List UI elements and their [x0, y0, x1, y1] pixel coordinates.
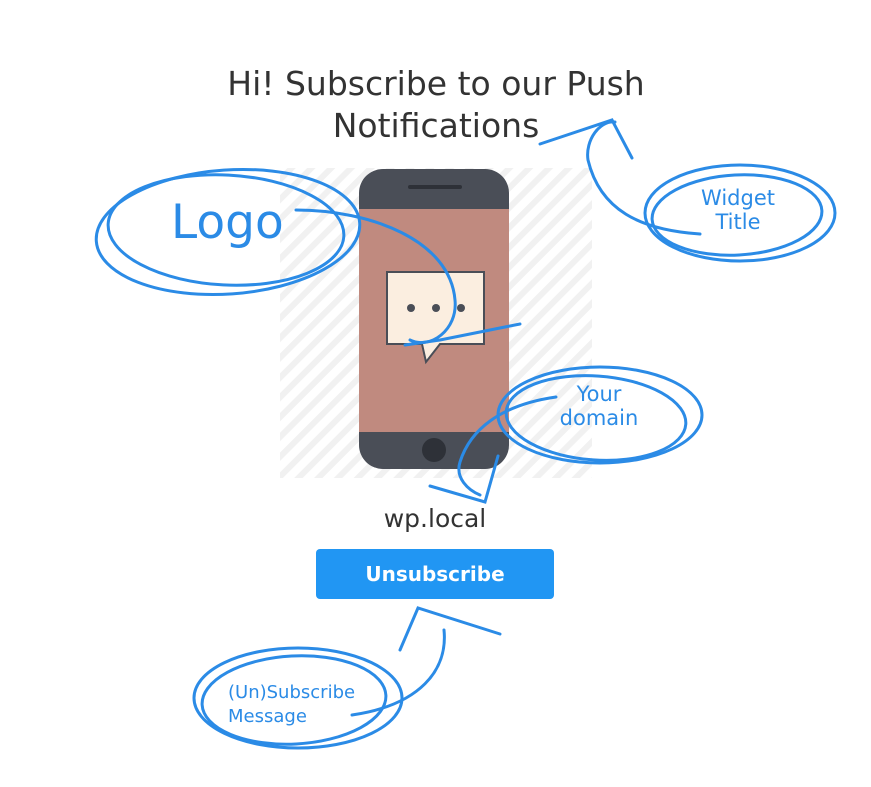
widget-title-annotation-arrow [586, 120, 702, 236]
widget-title-annotation-oval [643, 163, 837, 263]
message-annotation-oval [192, 646, 404, 750]
logo-annotation-oval [94, 167, 362, 297]
message-annotation-line-1: (Un)Subscribe [228, 682, 356, 703]
widget-title: Hi! Subscribe to our Push Notifications [186, 63, 686, 147]
message-annotation-label: (Un)Subscribe Message [228, 681, 355, 729]
widget-title-annotation-line-2: Title [715, 210, 761, 235]
widget-title-line-2: Notifications [332, 106, 540, 145]
message-annotation-arrow [350, 628, 446, 717]
widget-title-annotation-line-1: Widget [701, 186, 775, 210]
widget-title-annotation-label: Widget Title [678, 186, 798, 234]
widget-title-line-1: Hi! Subscribe to our Push [227, 64, 645, 103]
domain-annotation-arrow [457, 395, 558, 497]
domain-annotation-line-1: Your [576, 382, 622, 406]
unsubscribe-button[interactable]: Unsubscribe [316, 549, 554, 599]
message-annotation-line-2: Message [228, 706, 307, 727]
logo-annotation-label: Logo [171, 195, 284, 250]
domain-annotation-label: Your domain [544, 382, 654, 430]
site-domain: wp.local [383, 504, 487, 533]
domain-annotation-line-2: domain [559, 406, 639, 431]
